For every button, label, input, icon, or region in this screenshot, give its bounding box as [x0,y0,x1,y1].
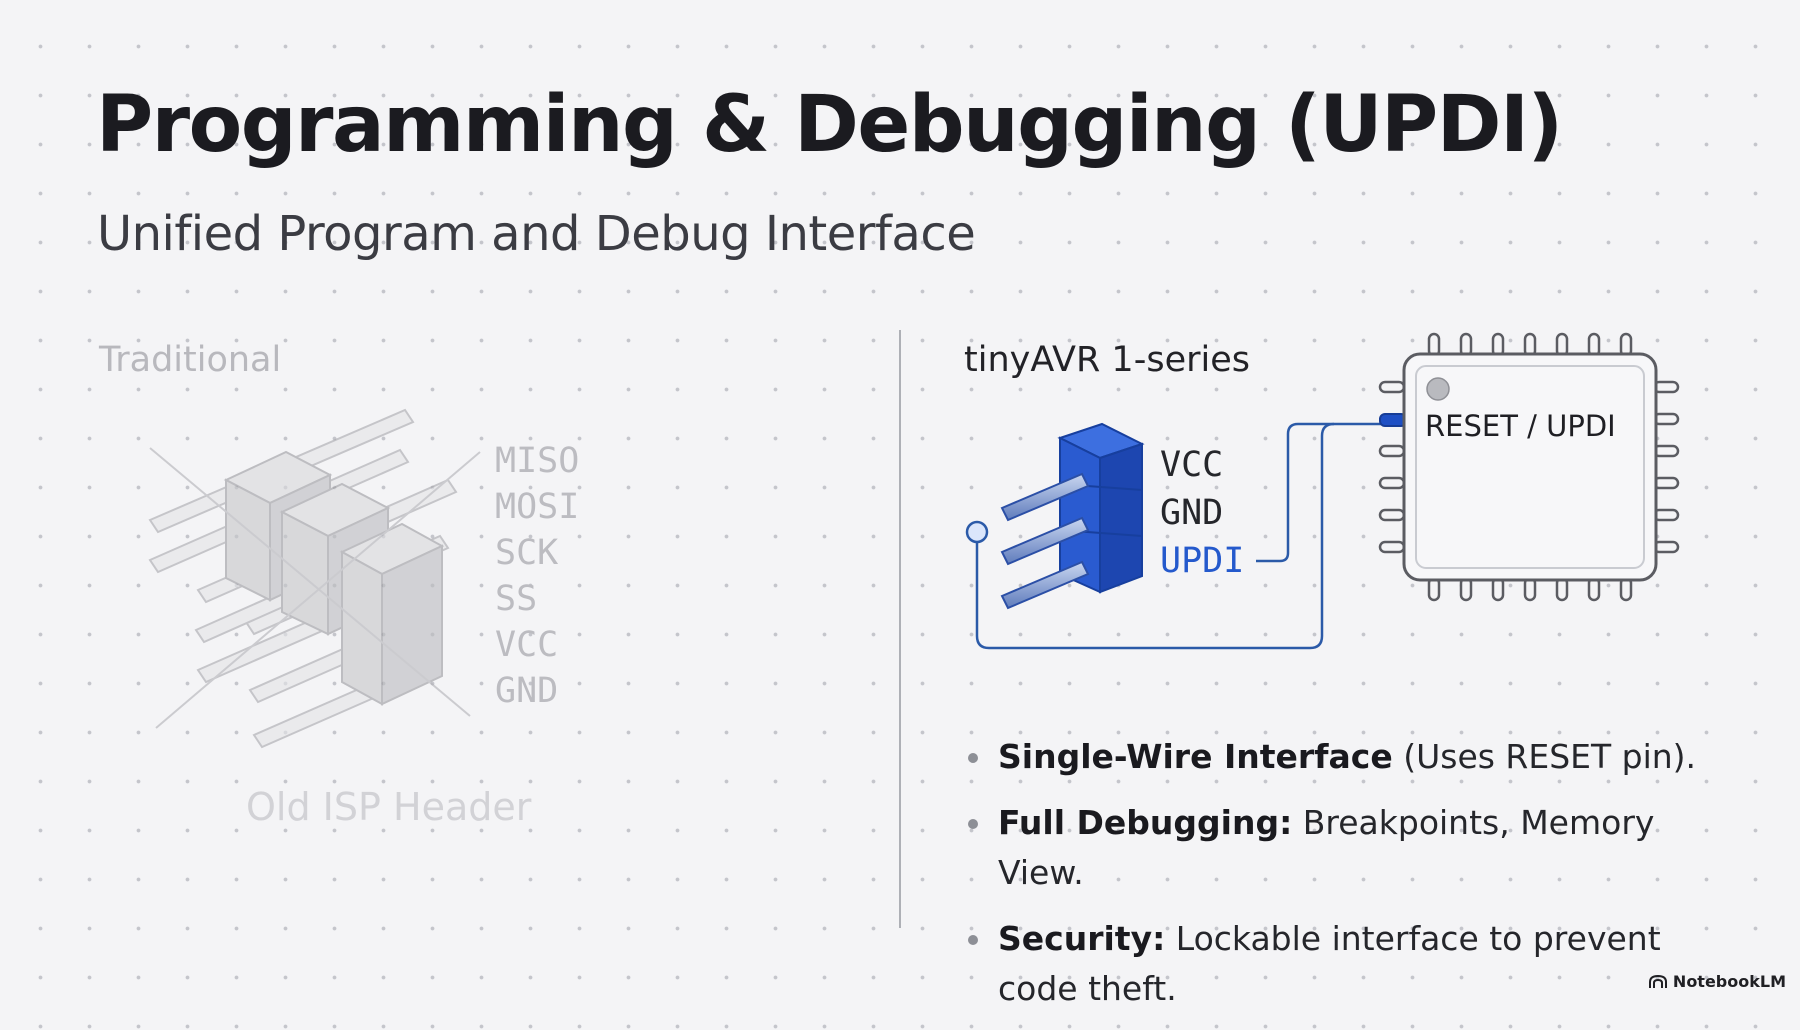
feature-list: Single-Wire Interface (Uses RESET pin). … [968,732,1728,1030]
updi-pin-label-updi: UPDI [1160,541,1244,581]
diagram-canvas: MISO MOSI SCK SS VCC GND Old ISP Header … [148,332,1680,829]
feature-text: Lockable interface to prevent code theft… [998,919,1661,1008]
updi-header-illustration [1000,422,1145,610]
traditional-heading: Traditional [99,340,282,380]
tinyavr-chip-illustration: RESET / UPDI [1378,332,1680,602]
isp-pin-label: SCK [495,533,558,573]
brand-name: NotebookLM [1672,972,1786,991]
reset-updi-pin [1379,413,1407,427]
feature-title: Security: [998,919,1166,958]
slide-subtitle: Unified Program and Debug Interface [97,206,976,262]
updi-loop-wire [975,422,1335,650]
feature-item-single-wire: Single-Wire Interface (Uses RESET pin). [968,732,1728,782]
isp-caption: Old ISP Header [246,785,532,829]
feature-text: (Uses RESET pin). [1392,737,1697,776]
column-divider [899,330,901,928]
isp-pin-label: SS [495,579,537,619]
updi-pin-label-vcc: VCC [1160,445,1223,485]
feature-item-debugging: Full Debugging: Breakpoints, Memory View… [968,798,1728,898]
notebooklm-watermark: NotebookLM [1648,972,1786,991]
isp-pin-label: MISO [495,441,579,481]
slide-title: Programming & Debugging (UPDI) [96,80,1563,170]
updi-wires [975,422,1388,650]
feature-item-security: Security: Lockable interface to prevent … [968,914,1728,1014]
chip-pin-label: RESET / UPDI [1425,409,1616,443]
notebooklm-logo-icon [1648,974,1667,988]
feature-title: Single-Wire Interface [998,737,1393,776]
isp-pin-labels: MISO MOSI SCK SS VCC GND [495,441,579,711]
isp-pin-label: GND [495,671,558,711]
isp-pin-label: MOSI [495,487,579,527]
feature-title: Full Debugging: [998,803,1293,842]
updi-signal-wire [1256,422,1388,563]
updi-pin-label-gnd: GND [1160,493,1223,533]
wire-endpoint-dot [965,520,989,544]
pin1-marker-dot [1426,377,1450,401]
updi-pin-labels: VCC GND UPDI [1160,445,1244,581]
feature-text: Breakpoints, Memory View. [998,803,1655,892]
tinyavr-heading: tinyAVR 1-series [964,340,1250,380]
old-isp-header-illustration [148,408,481,749]
isp-pin-label: VCC [495,625,558,665]
